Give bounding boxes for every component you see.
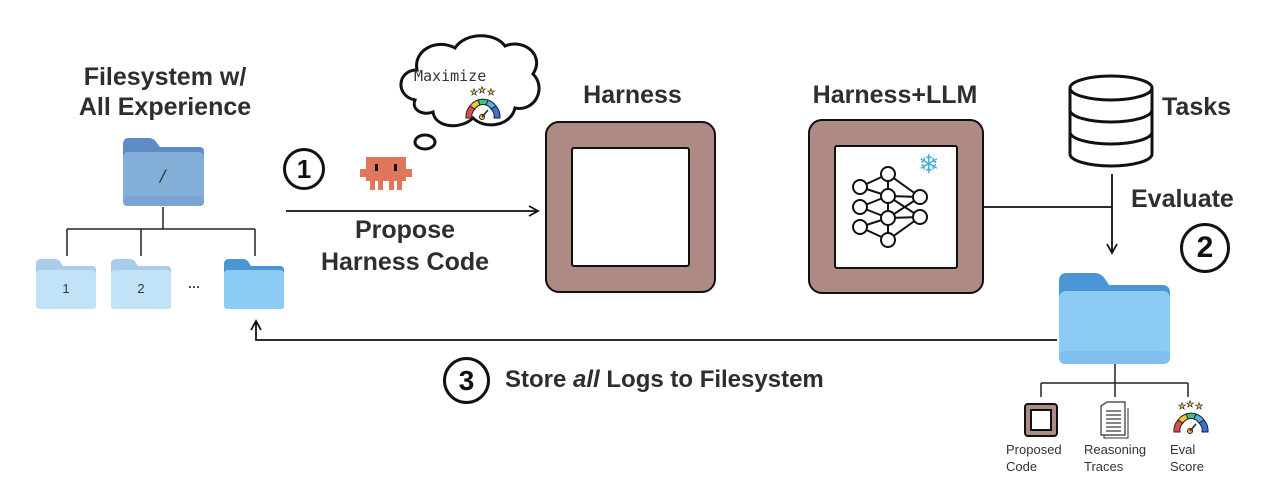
tasks-label: Tasks xyxy=(1162,93,1232,121)
harness-llm-title: Harness+LLM xyxy=(812,81,978,109)
propose-label: Propose Harness Code xyxy=(300,214,510,278)
propose-label-line2: Harness Code xyxy=(320,248,490,276)
output-label-line1: Proposed xyxy=(1006,442,1062,457)
output-label-line2: Traces xyxy=(1084,459,1124,474)
output-tree-lines xyxy=(1040,363,1189,397)
harness-llm-box[interactable]: ❄ xyxy=(808,119,984,294)
output-label-line2: Code xyxy=(1006,459,1038,474)
gauge-icon: ★ ★ ★ xyxy=(1173,400,1209,434)
propose-label-line1: Propose xyxy=(354,216,456,244)
root-folder[interactable]: / xyxy=(121,136,206,208)
output-label-line1: Reasoning xyxy=(1084,442,1147,457)
filesystem-title-line2: All Experience xyxy=(78,93,252,121)
output-label-line2: Score xyxy=(1170,459,1204,474)
output-eval-score: Eval Score xyxy=(1170,441,1204,475)
thought-bubble xyxy=(399,34,541,151)
gauge-icon: ★ ★ ★ xyxy=(465,86,501,120)
document-icon xyxy=(1100,401,1129,439)
folder-icon xyxy=(36,259,96,309)
root-folder-label: / xyxy=(158,166,169,185)
output-proposed-code: Proposed Code xyxy=(1006,441,1062,475)
store-logs-text-after: Logs to Filesystem xyxy=(599,366,824,393)
folder-2[interactable]: 2 xyxy=(110,258,172,310)
step-1-badge: 1 xyxy=(283,148,325,190)
harness-title: Harness xyxy=(583,81,682,109)
step-2-badge: 2 xyxy=(1180,223,1230,273)
step-3-badge: 3 xyxy=(443,357,490,404)
svg-text:★: ★ xyxy=(1195,401,1203,411)
folder-icon xyxy=(111,259,171,309)
neural-network-icon xyxy=(852,166,928,248)
output-reasoning-traces: Reasoning Traces xyxy=(1084,441,1146,475)
svg-text:★: ★ xyxy=(1178,401,1186,411)
folder-ellipsis: … xyxy=(187,276,201,291)
folder-icon xyxy=(224,259,284,309)
svg-text:★: ★ xyxy=(487,87,495,97)
store-logs-label: Store all Logs to Filesystem xyxy=(505,366,824,394)
evaluate-label: Evaluate xyxy=(1131,185,1234,213)
folder-2-label: 2 xyxy=(137,281,145,296)
store-logs-text-emphasis: all xyxy=(573,366,600,393)
folder-1[interactable]: 1 xyxy=(35,258,97,310)
store-logs-text-before: Store xyxy=(505,366,574,393)
harness-llm-inner: ❄ xyxy=(834,145,958,269)
filesystem-title-line1: Filesystem w/ xyxy=(83,63,247,91)
folder-icon xyxy=(1059,273,1170,364)
output-label-line1: Eval xyxy=(1170,442,1196,457)
snowflake-icon: ❄ xyxy=(918,149,940,179)
folder-icon xyxy=(123,138,204,206)
folder-1-label: 1 xyxy=(62,281,70,296)
svg-text:★: ★ xyxy=(1186,400,1194,409)
thought-text: Maximize xyxy=(414,67,487,85)
agent-icon xyxy=(360,157,412,190)
results-folder[interactable] xyxy=(1057,271,1172,366)
svg-text:★: ★ xyxy=(470,87,478,97)
harness-inner xyxy=(571,147,690,267)
database-icon xyxy=(1068,74,1154,168)
filesystem-tree-lines xyxy=(66,207,256,256)
svg-text:★: ★ xyxy=(478,86,486,95)
filesystem-title: Filesystem w/ All Experience xyxy=(40,62,290,122)
harness-box[interactable] xyxy=(545,121,716,293)
code-box-icon xyxy=(1024,403,1058,437)
store-logs-arrow xyxy=(250,319,1057,341)
folder-new[interactable] xyxy=(223,258,285,310)
